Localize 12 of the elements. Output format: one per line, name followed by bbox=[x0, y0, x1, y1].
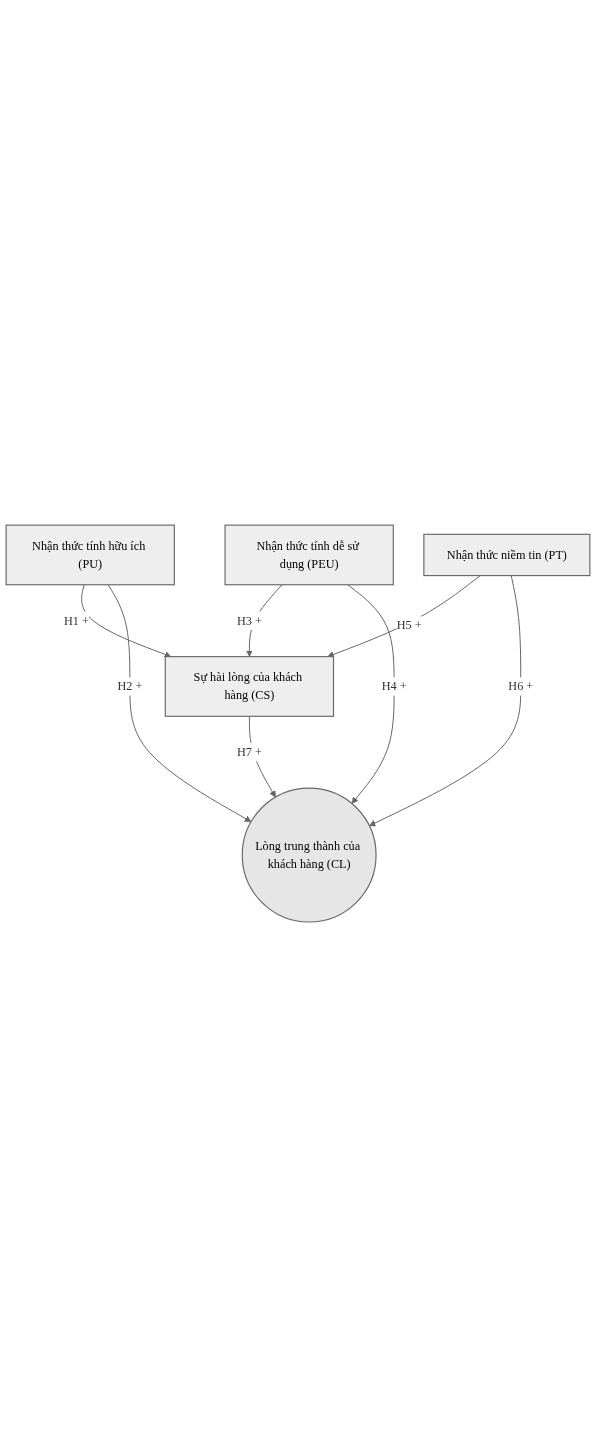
node-box: Sự hài lòng của khách hàng (CS) bbox=[164, 656, 335, 718]
node-box: Nhận thức tính dễ sử dụng (PEU) bbox=[224, 525, 394, 586]
node-circle: Lòng trung thành của khách hàng (CL) bbox=[241, 788, 377, 923]
edge-label: H5 + bbox=[396, 619, 422, 633]
edge-label: H7 + bbox=[236, 745, 262, 759]
edge-label: H2 + bbox=[117, 680, 143, 694]
edge-label: H1 + bbox=[63, 614, 89, 628]
edge-label: H6 + bbox=[508, 680, 534, 694]
edge-label: H4 + bbox=[381, 680, 407, 694]
edge-label: H3 + bbox=[236, 614, 262, 628]
node-box: Nhận thức tính hữu ích (PU) bbox=[5, 525, 175, 586]
node-box: Nhận thức niềm tin (PT) bbox=[423, 534, 591, 577]
